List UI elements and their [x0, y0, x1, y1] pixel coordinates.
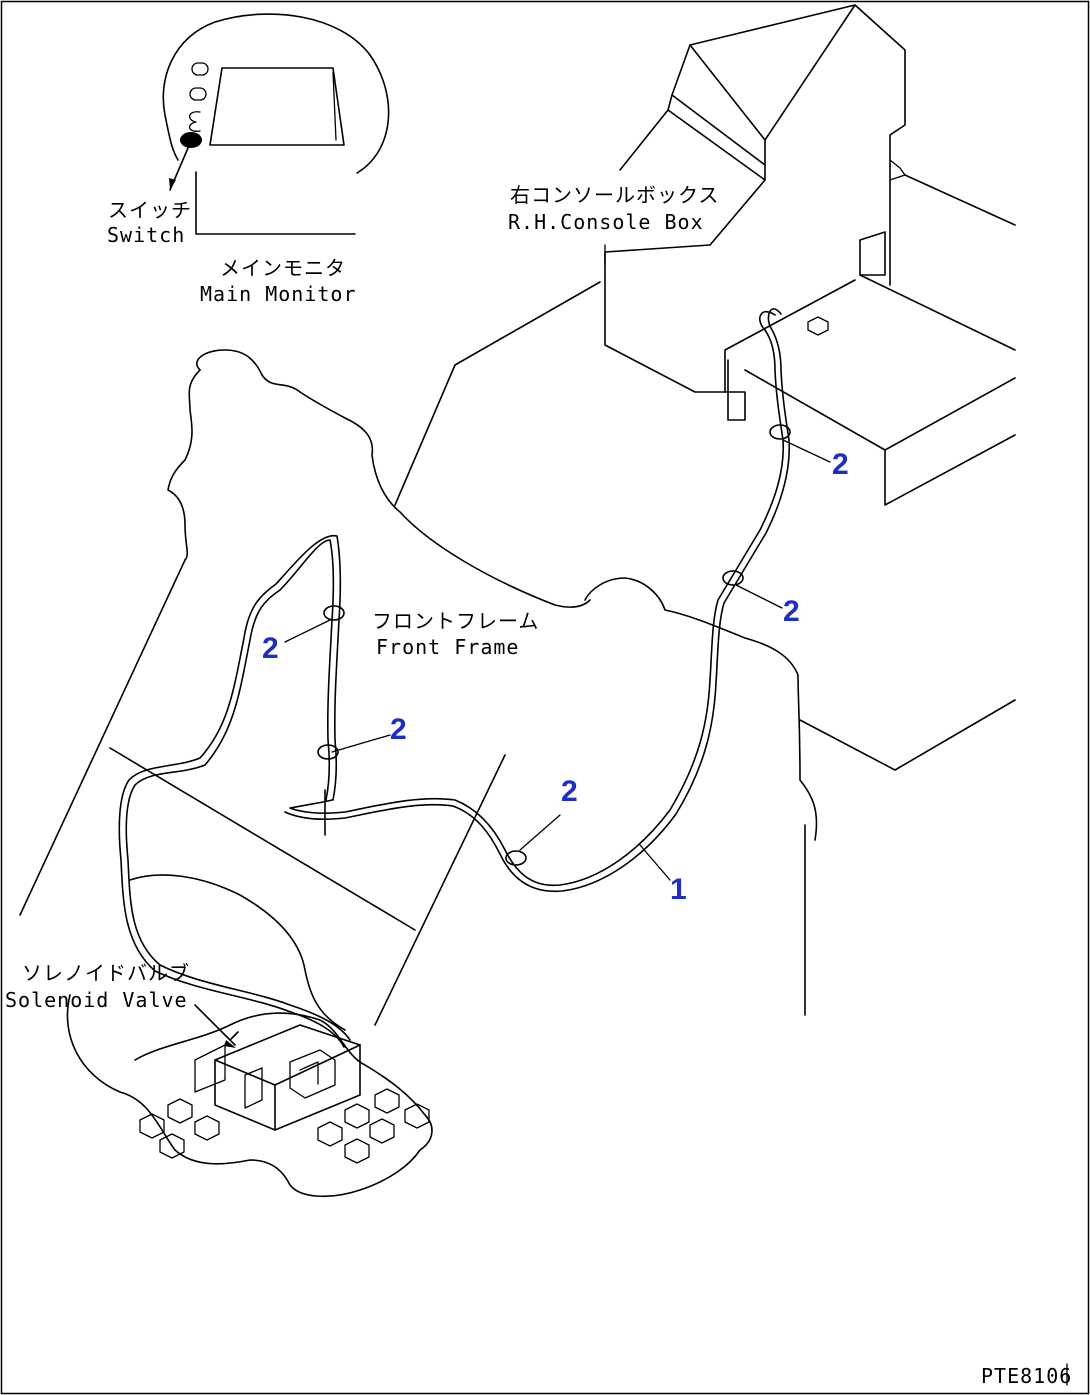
clamp-d-mark	[317, 744, 339, 760]
callout-clamp-a: 2	[832, 448, 849, 481]
callout-harness: 1	[670, 873, 687, 906]
solenoid-valve-label-jp: ソレノイドバルブ	[22, 961, 190, 985]
switch-label-en: Switch	[107, 223, 186, 247]
callout-clamp-d: 2	[390, 713, 407, 746]
callout-clamp-e: 2	[561, 775, 578, 808]
callout-clamp-c: 2	[262, 632, 279, 665]
front-frame-label-jp: フロントフレーム	[372, 609, 540, 633]
console-box	[604, 4, 1016, 506]
main-monitor-label-jp: メインモニタ	[220, 256, 346, 280]
solenoid-valve-label-en: Solenoid Valve	[5, 988, 188, 1012]
clamp-b-mark	[722, 570, 744, 586]
console-box-label-jp: 右コンソールボックス	[510, 183, 720, 207]
callout-clamp-b: 2	[783, 595, 800, 628]
drawing-code: PTE8106	[981, 1364, 1073, 1388]
clamp-c-mark	[323, 605, 345, 621]
wiring-harness	[118, 308, 791, 1048]
clamps	[317, 424, 791, 866]
main-monitor-label-en: Main Monitor	[200, 282, 357, 306]
clamp-a-mark	[769, 424, 791, 440]
switch-label-jp: スイッチ	[108, 198, 192, 222]
frame-lines	[19, 281, 1016, 1026]
solenoid-valve	[66, 994, 433, 1198]
console-box-label-en: R.H.Console Box	[508, 210, 704, 234]
main-monitor-inset	[162, 13, 390, 235]
switch-knob	[180, 132, 202, 148]
clamp-e-mark	[505, 850, 527, 866]
front-frame-label-en: Front Frame	[376, 635, 520, 659]
leader-lines	[284, 244, 1068, 1386]
